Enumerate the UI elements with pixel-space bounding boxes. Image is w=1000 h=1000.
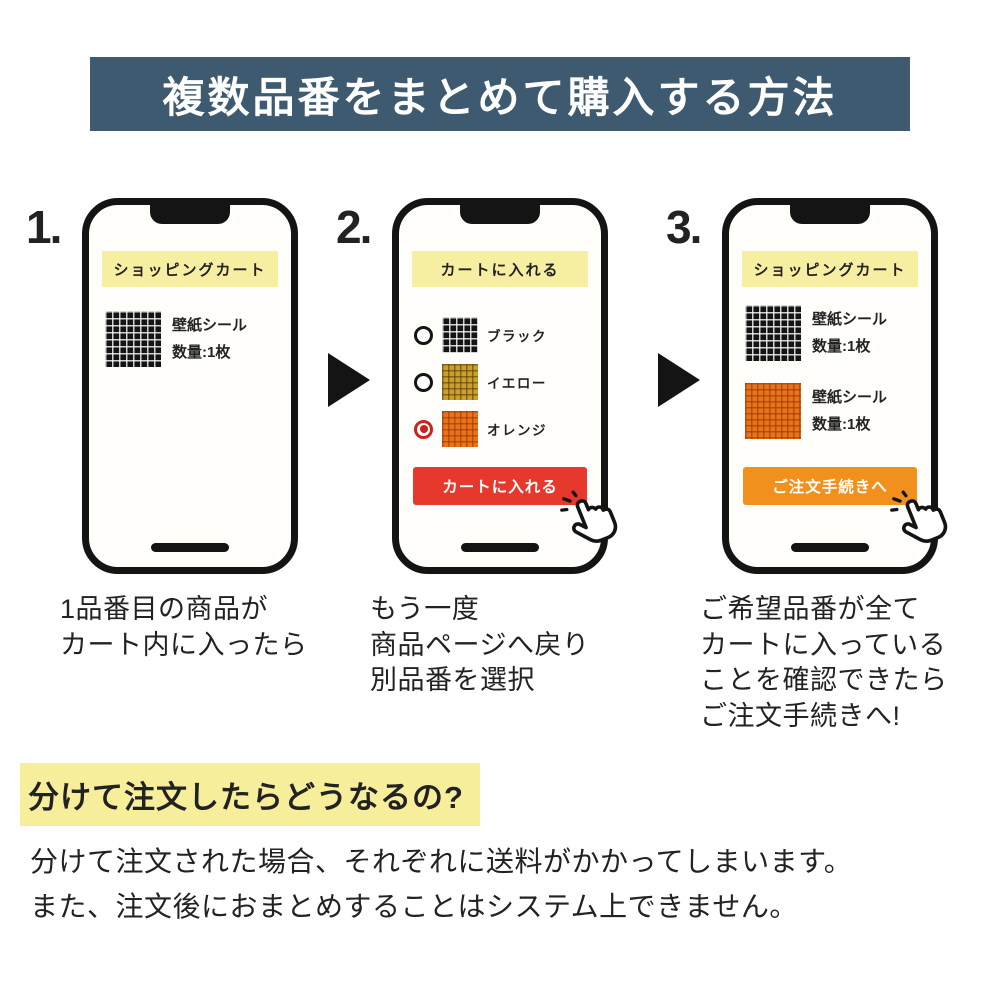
- arrow-right-icon: [328, 353, 370, 407]
- cart-banner: ショッピングカート: [102, 251, 278, 287]
- cart-item: 壁紙シール 数量:1枚: [105, 311, 285, 367]
- cart-banner: ショッピングカート: [742, 251, 918, 287]
- option-orange: オレンジ: [414, 411, 597, 447]
- step-2-number: 2.: [336, 201, 372, 253]
- option-black-label: ブラック: [487, 329, 547, 344]
- cart-item: 壁紙シール 数量:1枚: [745, 383, 925, 439]
- add-to-cart-banner: カートに入れる: [412, 251, 588, 287]
- product-qty: 数量:1枚: [172, 344, 231, 361]
- phone-mockup-1: ショッピングカート 壁紙シール 数量:1枚: [82, 198, 298, 574]
- step-1-number: 1.: [26, 201, 62, 253]
- step-3-caption: ご希望品番が全て カートに入っている ことを確認できたら ご注文手続きへ!: [700, 594, 948, 731]
- cursor-hand-icon: [560, 490, 618, 543]
- phone-notch: [150, 204, 230, 224]
- orange-swatch: [442, 411, 478, 447]
- phone-notch: [460, 204, 540, 224]
- black-swatch: [745, 305, 801, 361]
- phone-mockup-3: ショッピングカート 壁紙シール 数量:1枚 壁紙シール 数量:1枚: [722, 198, 948, 574]
- cart-item-text: 壁紙シール 数量:1枚: [812, 384, 887, 438]
- step-3-number: 3.: [666, 201, 702, 253]
- option-yellow: イエロー: [414, 364, 597, 400]
- step-2: 2. カートに入れる ブラック イエロー: [336, 198, 636, 699]
- cart-item-text: 壁紙シール 数量:1枚: [812, 306, 887, 360]
- product-qty: 数量:1枚: [812, 338, 871, 355]
- option-orange-label: オレンジ: [487, 423, 547, 438]
- step-3: 3. ショッピングカート 壁紙シール 数量:1枚 壁紙: [666, 198, 966, 735]
- black-swatch: [442, 317, 478, 353]
- cursor-hand-icon: [890, 490, 948, 543]
- footer-body-text: 分けて注文された場合、それぞれに送料がかかってしまいます。 また、注文後におまと…: [30, 846, 853, 922]
- home-indicator: [791, 543, 869, 552]
- home-indicator: [461, 543, 539, 552]
- cart-product-list: 壁紙シール 数量:1枚: [105, 311, 285, 389]
- orange-swatch: [745, 383, 801, 439]
- footer-heading-text: 分けて注文したらどうなるの?: [20, 763, 480, 826]
- step-2-caption: もう一度 商品ページへ戻り 別品番を選択: [370, 594, 590, 696]
- radio-black: [414, 325, 433, 345]
- home-indicator: [151, 543, 229, 552]
- arrow-right-icon: [658, 353, 700, 407]
- checkout-button: ご注文手続きへ: [743, 467, 917, 505]
- yellow-swatch: [442, 364, 478, 400]
- page-title: 複数品番をまとめて購入する方法: [90, 57, 910, 131]
- phone-notch: [790, 204, 870, 224]
- option-yellow-label: イエロー: [487, 376, 547, 391]
- add-to-cart-button: カートに入れる: [413, 467, 587, 505]
- step-1: 1. ショッピングカート 壁紙シール 数量:1枚 1品番目の商品が カート内に入…: [26, 198, 326, 663]
- option-black: ブラック: [414, 317, 597, 353]
- step-1-caption: 1品番目の商品が カート内に入ったら: [60, 594, 308, 660]
- cart-item: 壁紙シール 数量:1枚: [745, 305, 925, 361]
- phone-mockup-2: カートに入れる ブラック イエロー オレンジ: [392, 198, 618, 574]
- cart-item-text: 壁紙シール 数量:1枚: [172, 312, 247, 366]
- black-swatch: [105, 311, 161, 367]
- color-option-list: ブラック イエロー オレンジ: [414, 317, 597, 458]
- radio-orange-selected: [414, 419, 433, 439]
- cart-product-list: 壁紙シール 数量:1枚 壁紙シール 数量:1枚: [745, 305, 925, 461]
- product-name: 壁紙シール: [812, 311, 888, 328]
- product-qty: 数量:1枚: [812, 416, 871, 433]
- product-name: 壁紙シール: [812, 389, 888, 406]
- product-name: 壁紙シール: [172, 317, 248, 334]
- footer-heading: 分けて注文したらどうなるの?: [20, 763, 480, 826]
- radio-yellow: [414, 372, 433, 392]
